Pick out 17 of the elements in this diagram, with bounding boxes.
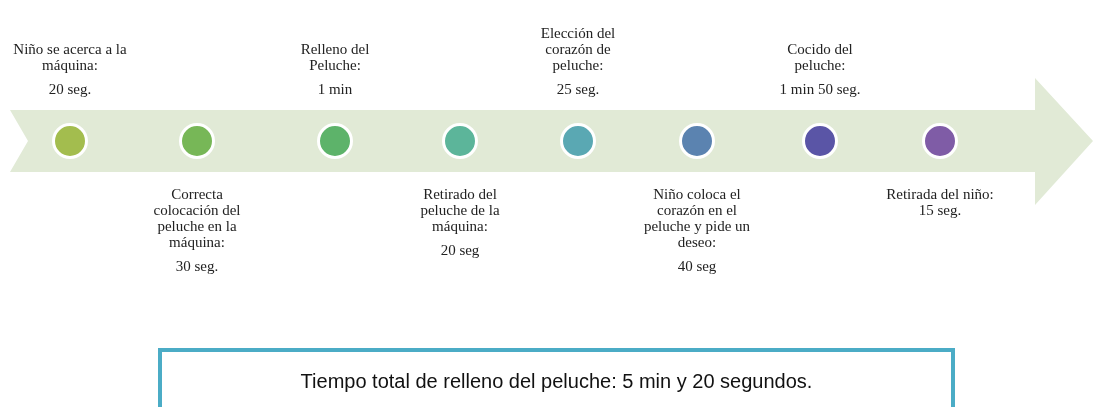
step-duration: 30 seg. [175,258,219,274]
step-duration: 1 min 50 seg. [779,81,861,97]
total-time-box: Tiempo total de relleno del peluche: 5 min y 20 segundos. [158,348,955,407]
step-duration: 25 seg. [556,81,600,97]
step-duration: 20 seg. [48,81,92,97]
step-duration: 20 seg [440,242,480,258]
step-description: Niño se acerca a la máquina: [12,41,128,73]
step-description: Cocido del peluche: [786,41,854,73]
step-description: Relleno del Peluche: [299,41,371,73]
step-description: Niño coloca el corazón en el peluche y pide un deseo: [642,186,752,250]
step-description: Retirado del peluche de la máquina: [419,186,501,234]
step-description: Retirada del niño: [886,186,994,202]
step-description: Elección del corazón de peluche: [539,25,617,73]
step-duration: 1 min [317,81,353,97]
step-duration: 40 seg [677,258,717,274]
step-description: Correcta colocación del peluche en la máquina: [152,186,242,250]
step-duration: 15 seg. [918,202,962,218]
